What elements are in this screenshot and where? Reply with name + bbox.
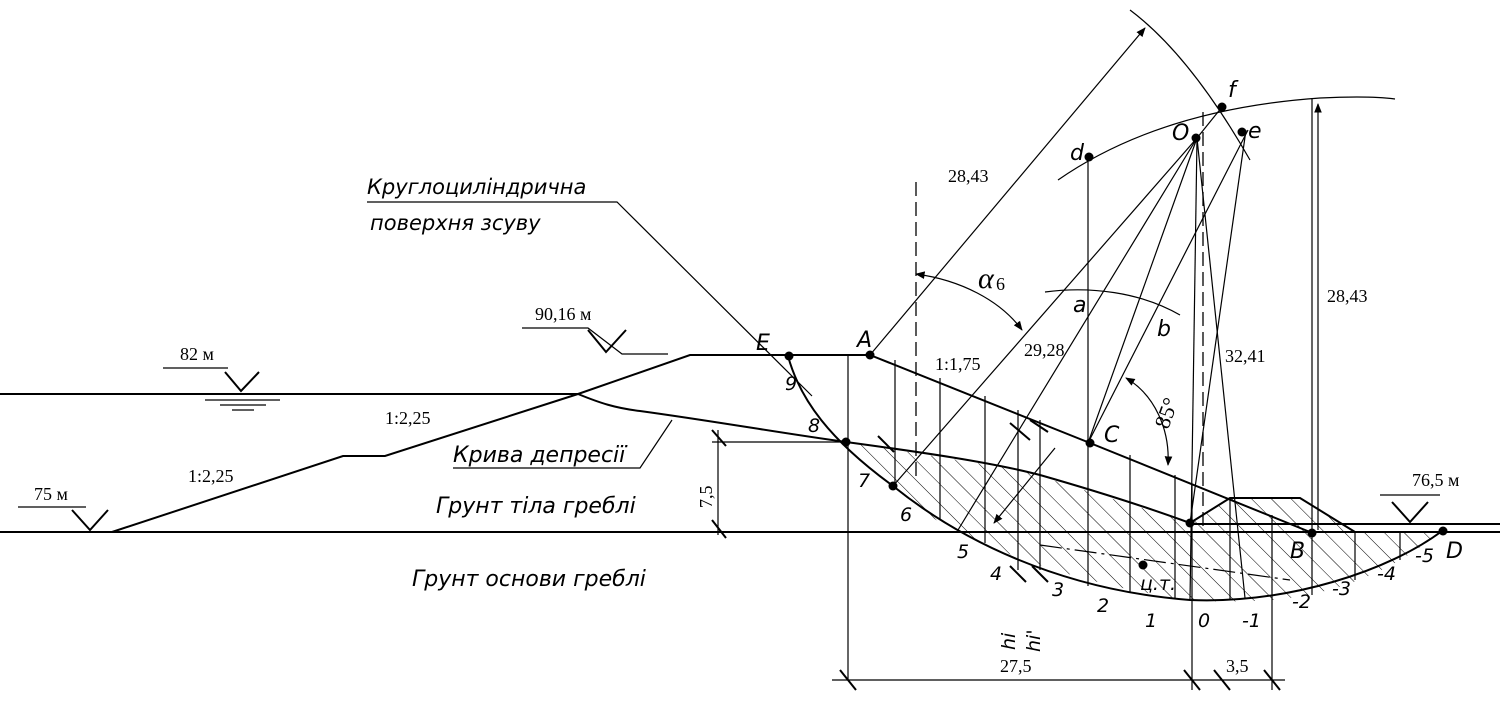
- tick-75b: [711, 519, 727, 539]
- slip-surface-title-2: поверхня зсуву: [370, 211, 541, 235]
- tick-hi2: [1031, 565, 1049, 583]
- level-marker-82: [224, 371, 260, 393]
- centroid-label: ц.т.: [1140, 573, 1176, 595]
- level-82: 82 м: [180, 344, 214, 364]
- berm-toe: [1189, 497, 1356, 533]
- level-75: 75 м: [34, 484, 68, 504]
- dam-base-soil-label: Грунт основи греблі: [412, 567, 646, 592]
- level-marker-75: [71, 509, 109, 532]
- point-label-d: d: [1070, 141, 1085, 166]
- dim-angle-85: 85°: [1149, 394, 1183, 432]
- point-label-D: D: [1446, 539, 1463, 564]
- center-arc: [1057, 96, 1396, 181]
- strip-label-0: 0: [1198, 610, 1210, 632]
- level-9016: 90,16 м: [535, 304, 591, 324]
- slip-surface-title-1: Круглоциліндрична: [367, 175, 586, 199]
- construction-arc-upper: [1129, 9, 1251, 161]
- level-marker-90: [587, 329, 627, 354]
- alpha6-angle-arc: [915, 271, 1023, 331]
- point-label-O: O: [1172, 121, 1189, 146]
- dim-radius-1: 28,43: [948, 166, 989, 186]
- dam-body-soil-label: Грунт тіла греблі: [436, 494, 636, 519]
- depression-curve-label: Крива депресії: [453, 443, 628, 468]
- alpha6-subscript: 6: [996, 274, 1005, 294]
- point-label-A: A: [855, 328, 872, 353]
- tick-w2: [1183, 669, 1201, 691]
- tick-8: [877, 435, 895, 453]
- tick-w3: [1213, 669, 1231, 691]
- crest-leader: [522, 327, 668, 355]
- dim-base-width: 27,5: [1000, 656, 1032, 676]
- point-label-E: E: [756, 331, 770, 356]
- dim-r-32: 32,41: [1225, 346, 1266, 366]
- level-765: 76,5 м: [1412, 470, 1459, 490]
- slip-circle-arc: [787, 355, 1443, 602]
- strip-label-1: 1: [1145, 610, 1157, 632]
- radius-dim-A: [869, 27, 1146, 356]
- strip-height-hi: hi: [998, 632, 1020, 650]
- construction-arc-a: [1044, 289, 1181, 316]
- tick-75a: [711, 429, 727, 447]
- point-label-e: e: [1248, 119, 1262, 144]
- slope-upstream-lower: 1:2,25: [188, 466, 234, 486]
- strip-lines: [847, 98, 1401, 690]
- centroid-line: [1039, 544, 1291, 581]
- tick-hi4: [1029, 419, 1049, 433]
- strip-label-3: 3: [1052, 579, 1064, 601]
- dim-height: 7,5: [696, 486, 716, 509]
- strip-label-7: 7: [858, 470, 870, 492]
- level-marker-765: [1391, 501, 1429, 524]
- strip-label-8: 8: [808, 415, 820, 437]
- perpendicular-dim: [993, 447, 1056, 524]
- point-label-f: f: [1228, 78, 1239, 103]
- strip-label-6: 6: [900, 504, 912, 526]
- alpha6-symbol: α: [978, 262, 995, 295]
- depression-curve: [577, 393, 1191, 524]
- dim-radius-2: 28,43: [1327, 286, 1368, 306]
- angle-85-arc: [1125, 377, 1173, 466]
- sliding-mass-hatch: [846, 442, 1442, 602]
- strip-label-m1: -1: [1242, 610, 1261, 632]
- depression-leader: [453, 419, 673, 469]
- points: [784, 102, 1448, 570]
- point-label-a: a: [1073, 293, 1086, 318]
- strip-height-hi-prime: hi': [1023, 629, 1045, 652]
- strip-label-m4: -4: [1377, 563, 1396, 585]
- point-label-b: b: [1157, 317, 1171, 342]
- point-label-B: B: [1290, 539, 1305, 564]
- strip-label-4: 4: [990, 563, 1002, 585]
- dim-r-29: 29,28: [1024, 340, 1065, 360]
- strip-label-9: 9: [785, 373, 797, 395]
- strip-label-m5: -5: [1415, 545, 1434, 567]
- tick-w4: [1263, 669, 1281, 691]
- water-ticks: [205, 399, 280, 411]
- strip-label-2: 2: [1097, 595, 1109, 617]
- slope-upstream-upper: 1:2,25: [385, 408, 431, 428]
- point-label-C: C: [1104, 423, 1120, 448]
- radii-from-O: [892, 106, 1249, 601]
- tick-hi3: [1009, 422, 1031, 441]
- slope-downstream: 1:1,75: [935, 354, 981, 374]
- strip-label-5: 5: [957, 541, 969, 563]
- dim-strip-width: 3,5: [1226, 656, 1249, 676]
- slip-surface-leader: [367, 201, 813, 397]
- tick-hi1: [1009, 565, 1027, 583]
- upstream-slope: [111, 354, 870, 533]
- tick-w1: [839, 669, 857, 691]
- strip-label-m2: -2: [1292, 591, 1311, 613]
- strip-label-m3: -3: [1332, 578, 1351, 600]
